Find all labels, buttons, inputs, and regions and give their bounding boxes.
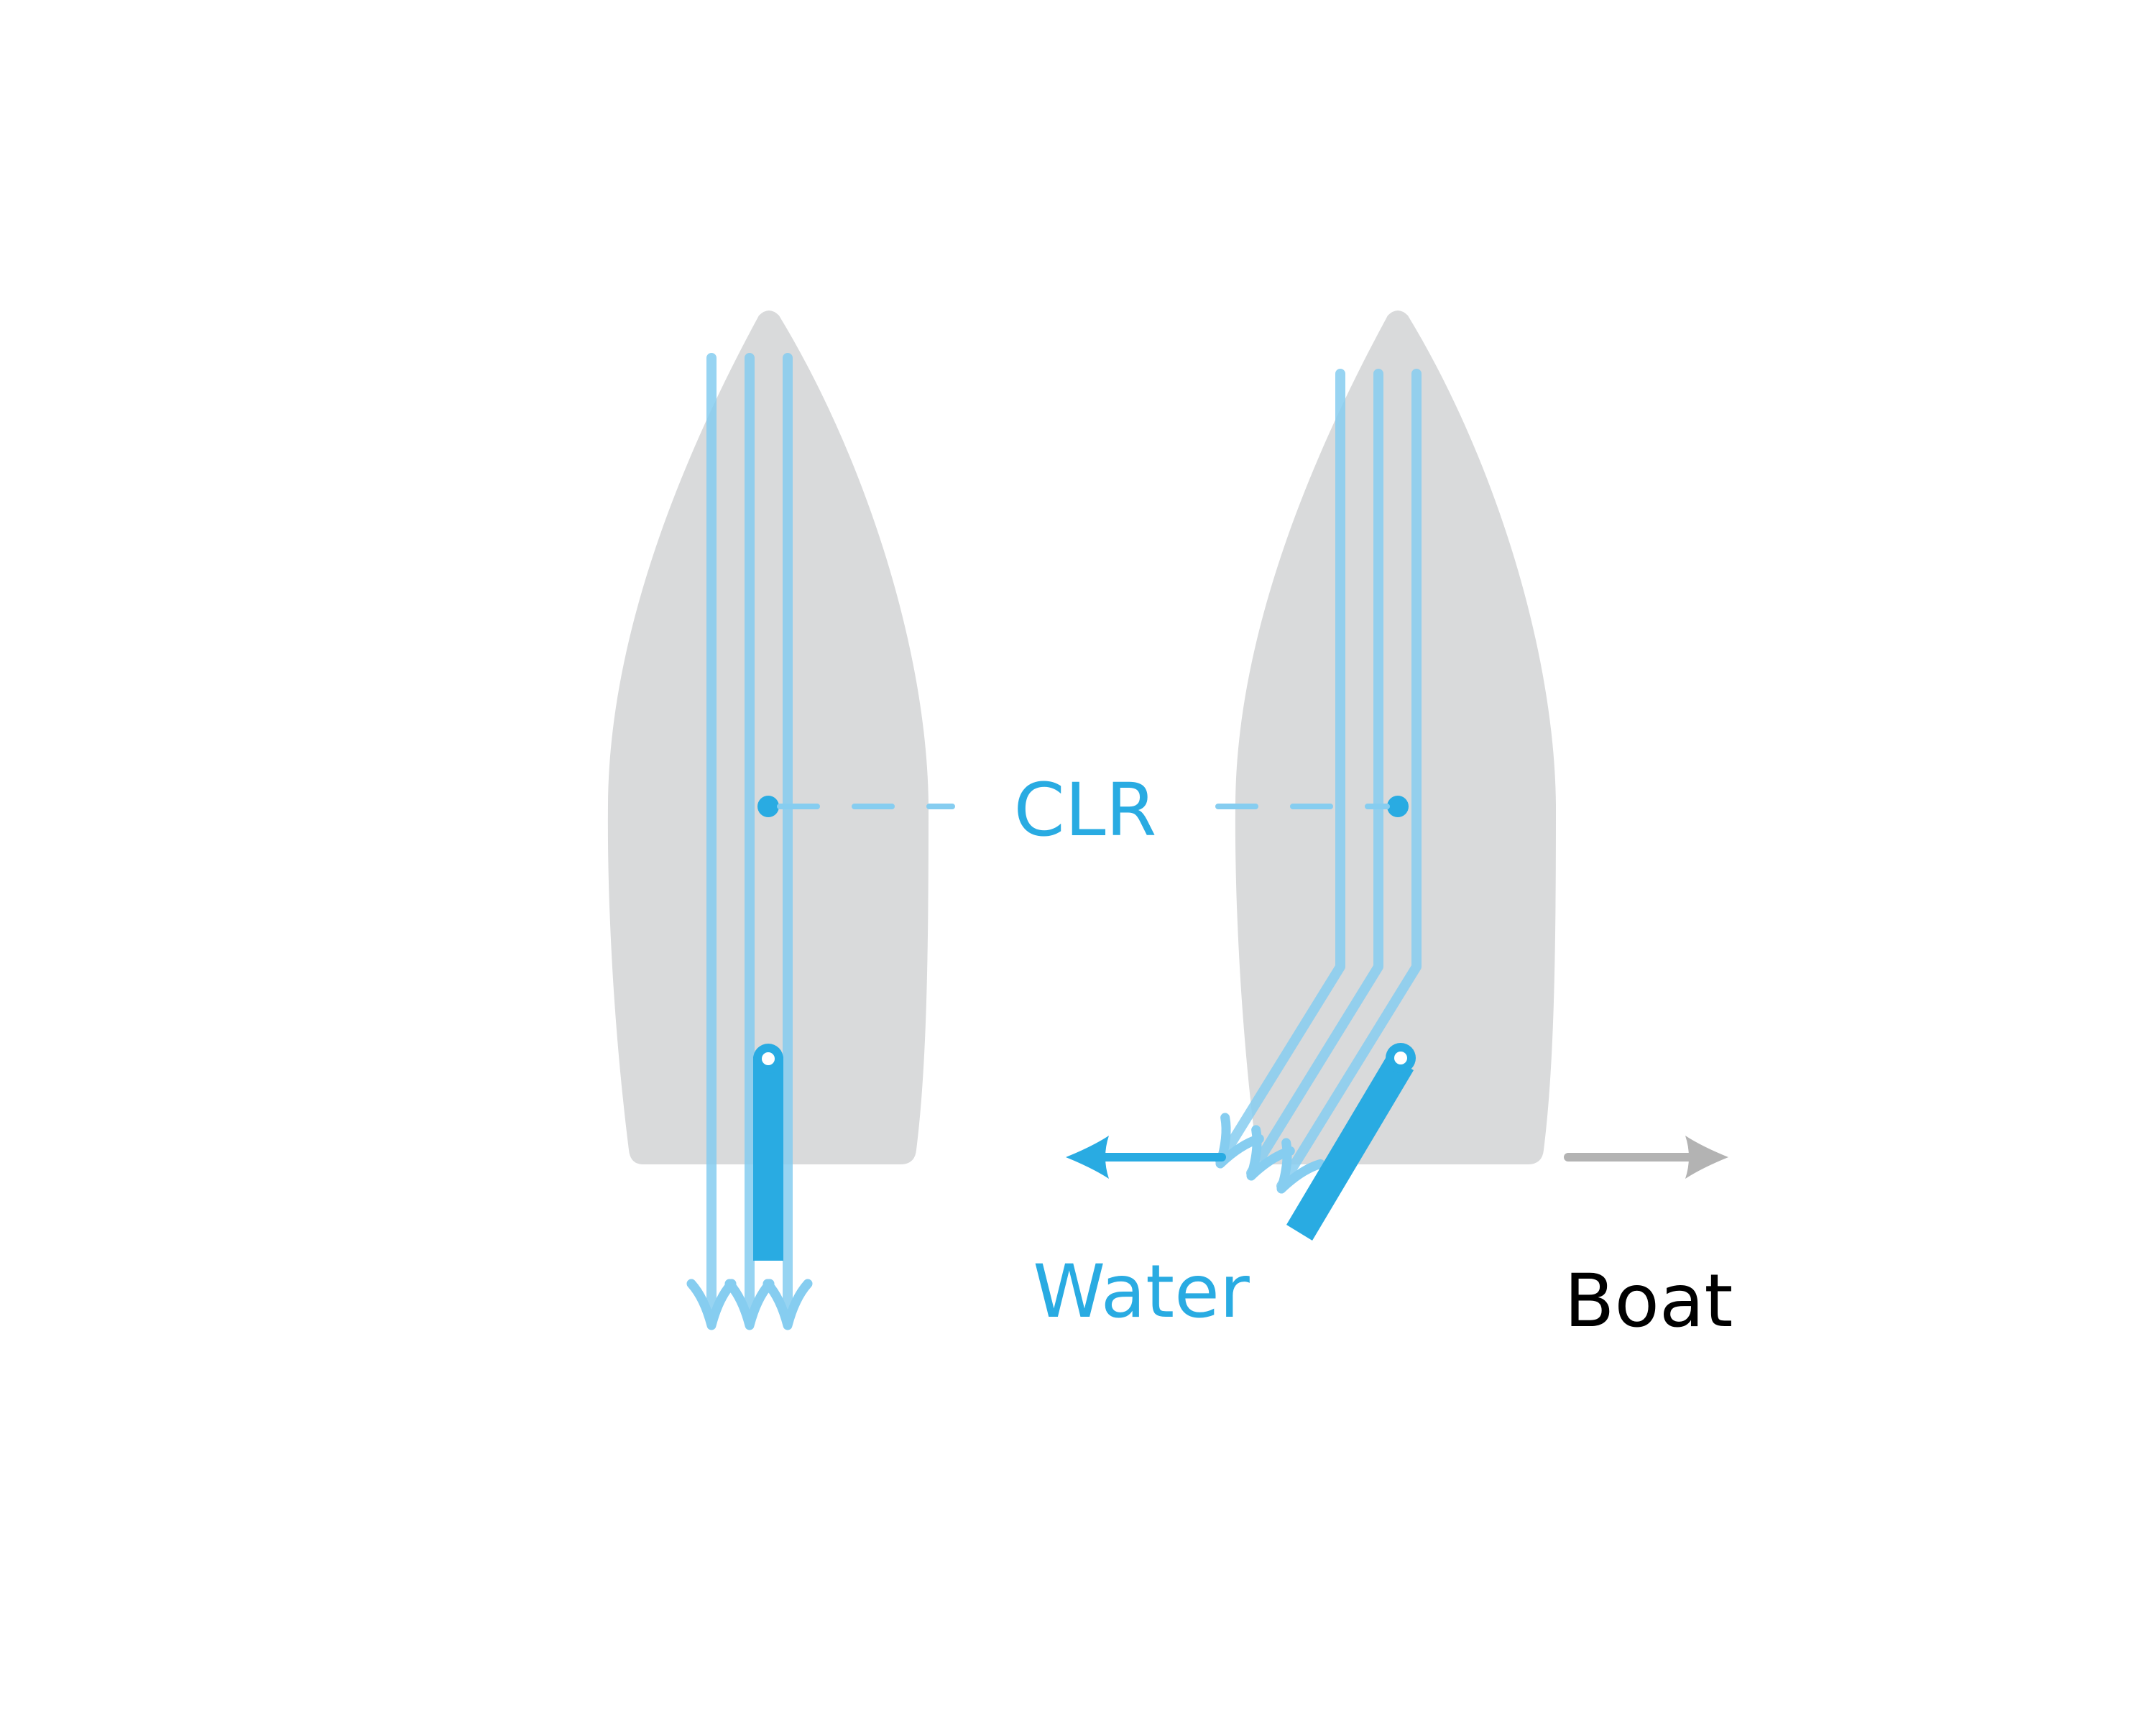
right-clr-point [1387, 796, 1409, 817]
water-force-arrow [1066, 1136, 1226, 1179]
left-hull [607, 310, 929, 1164]
right-flow-line-3 [1276, 369, 1422, 1191]
right-flow-line-2 [1246, 369, 1383, 1178]
water-arrowhead [1066, 1136, 1109, 1179]
boat-arrowhead [1685, 1136, 1728, 1179]
right-boat [1203, 310, 1556, 1241]
right-rudder-blade [1286, 1054, 1414, 1241]
right-rudder [1286, 1043, 1416, 1241]
water-label: Water [1033, 1249, 1250, 1335]
left-flow-lines [691, 353, 808, 1325]
boat-motion-arrow [1564, 1136, 1728, 1179]
right-rudder-pivot [1394, 1052, 1407, 1064]
left-rudder-blade [753, 1057, 783, 1261]
boat-label: Boat [1565, 1259, 1733, 1344]
clr-label: CLR [1014, 768, 1157, 853]
left-rudder-pivot [762, 1052, 775, 1065]
right-flow-line-1 [1215, 369, 1345, 1166]
right-hull [1235, 310, 1556, 1164]
left-clr-point [757, 796, 779, 817]
right-flow-lines [1203, 369, 1422, 1200]
left-rudder [753, 1044, 783, 1261]
left-boat [607, 310, 929, 1325]
